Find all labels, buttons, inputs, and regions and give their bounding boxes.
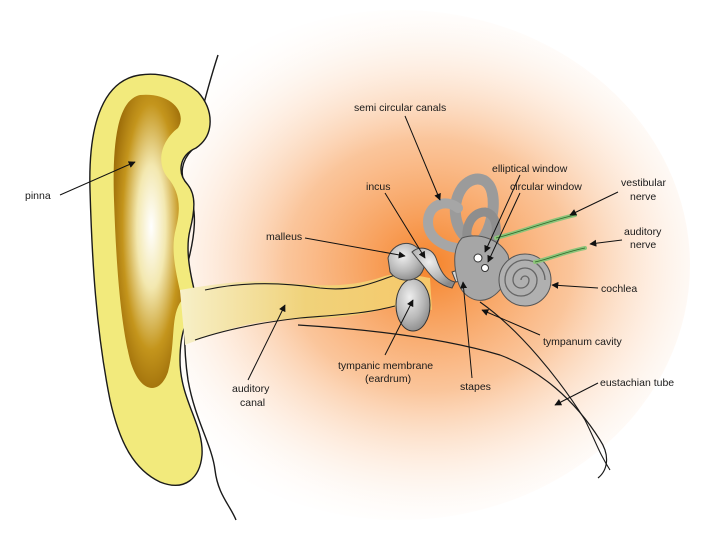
cochlea-leader: [551, 281, 599, 289]
auditory-nerve-edge: [534, 247, 586, 263]
label-incus: incus: [366, 181, 391, 193]
label-auditory-canal-2: canal: [240, 397, 265, 409]
stapes-leader: [460, 281, 473, 379]
eustachian-tube-outline: [479, 301, 611, 471]
label-malleus: malleus: [266, 231, 302, 243]
label-tympanic-membrane-1: tympanic membrane: [338, 360, 433, 372]
label-auditory-canal-1: auditory: [232, 383, 270, 395]
label-cochlea: cochlea: [601, 283, 637, 295]
circular-window-shape: [481, 264, 489, 272]
pinna-inner: [113, 94, 182, 388]
label-auditory-nerve-1: auditory: [624, 226, 662, 238]
malleus-leader: [304, 237, 406, 259]
label-elliptical-window: elliptical window: [492, 163, 568, 175]
label-stapes: stapes: [460, 381, 491, 393]
auditory-canal-leader: [247, 304, 286, 381]
label-semicircular-canals: semi circular canals: [354, 102, 446, 114]
semicircular-canals-leader: [404, 115, 441, 201]
lower-outline: [297, 324, 608, 479]
circular-window-leader: [487, 192, 521, 263]
label-circular-window: circular window: [510, 181, 582, 193]
canal-lower-edge: [194, 305, 396, 341]
vestibular-nerve-edge: [495, 214, 576, 239]
label-tympanum-cavity: tympanum cavity: [543, 336, 623, 348]
label-vestibular-nerve-2: nerve: [630, 191, 656, 203]
tympanum-cavity-leader: [481, 309, 541, 336]
elliptical-window-leader: [484, 174, 521, 253]
tympanic-membrane-leader: [384, 299, 414, 356]
canal-upper-edge: [204, 274, 396, 291]
eustachian-tube-leader: [554, 382, 599, 406]
label-eustachian-tube: eustachian tube: [600, 377, 674, 389]
label-vestibular-nerve-1: vestibular: [621, 177, 666, 189]
auditory-nerve-leader: [589, 239, 623, 247]
leader-lines: [59, 115, 623, 406]
label-auditory-nerve-2: nerve: [630, 239, 656, 251]
pinna-leader: [59, 161, 136, 196]
label-tympanic-membrane-2: (eardrum): [365, 373, 411, 385]
semicircular-canal-2: [422, 198, 473, 254]
semicircular-canal-3: [462, 207, 501, 255]
incus-leader: [384, 192, 426, 259]
elliptical-window-shape: [473, 253, 483, 263]
auditory-canal-shape: [180, 274, 432, 345]
label-pinna: pinna: [25, 190, 51, 202]
vestibular-nerve-leader: [569, 191, 619, 216]
cochlea-spiral: [504, 259, 546, 297]
